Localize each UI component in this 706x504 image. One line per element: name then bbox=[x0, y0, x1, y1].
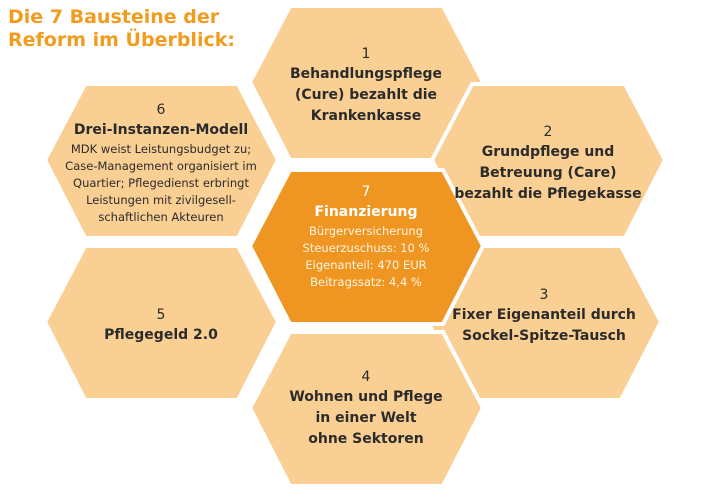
block-7-description: Bürgerversicherung Steuerzuschuss: 10 % … bbox=[302, 224, 430, 289]
block-5-label: Pflegegeld 2.0 bbox=[104, 327, 218, 343]
block-2-number: 2 bbox=[543, 124, 553, 140]
diagram-title: Die 7 Bausteine der Reform im Überblick: bbox=[8, 6, 235, 52]
hex-block-7-center bbox=[247, 168, 486, 326]
hex-block-6 bbox=[42, 82, 281, 240]
title-line-1: Die 7 Bausteine der bbox=[8, 6, 220, 28]
block-4-number: 4 bbox=[361, 369, 371, 385]
block-4-text: 4 Wohnen und Pflege in einer Welt ohne S… bbox=[266, 367, 466, 450]
block-7-label: Finanzierung bbox=[314, 204, 418, 220]
block-1-number: 1 bbox=[361, 46, 371, 62]
block-5-text: 5 Pflegegeld 2.0 bbox=[61, 305, 261, 346]
hex-block-5 bbox=[42, 244, 281, 402]
block-3-label: Fixer Eigenanteil durch Sockel-Spitze-Ta… bbox=[452, 307, 636, 344]
block-2-text: 2 Grundpflege und Betreuung (Care) bezah… bbox=[448, 122, 648, 205]
title-line-2: Reform im Überblick: bbox=[8, 29, 235, 51]
block-5-number: 5 bbox=[156, 307, 166, 323]
block-3-number: 3 bbox=[539, 287, 549, 303]
block-7-number: 7 bbox=[361, 184, 371, 200]
block-2-label: Grundpflege und Betreuung (Care) bezahlt… bbox=[454, 144, 642, 202]
block-7-text: 7 Finanzierung Bürgerversicherung Steuer… bbox=[266, 182, 466, 291]
block-4-label: Wohnen und Pflege in einer Welt ohne Sek… bbox=[289, 389, 443, 447]
block-3-text: 3 Fixer Eigenanteil durch Sockel-Spitze-… bbox=[444, 285, 644, 347]
block-1-text: 1 Behandlungspflege (Cure) bezahlt die K… bbox=[266, 44, 466, 127]
block-6-number: 6 bbox=[156, 102, 166, 118]
block-6-description: MDK weist Leistungsbudget zu; Case-Manag… bbox=[65, 142, 257, 224]
hex-block-4 bbox=[247, 330, 486, 488]
block-1-label: Behandlungspflege (Cure) bezahlt die Kra… bbox=[289, 66, 443, 124]
block-6-label: Drei-Instanzen-Modell bbox=[73, 122, 249, 138]
block-6-text: 6 Drei-Instanzen-Modell MDK weist Leistu… bbox=[56, 100, 266, 226]
